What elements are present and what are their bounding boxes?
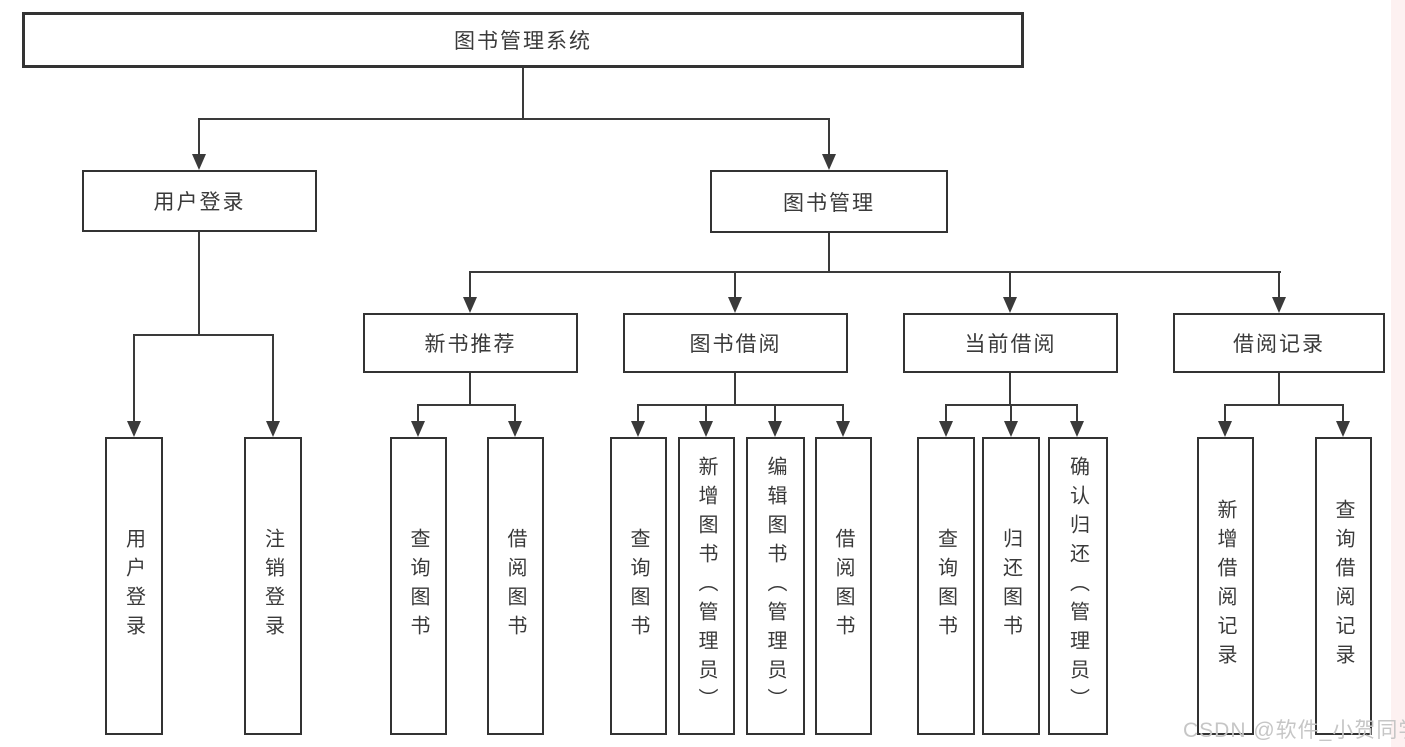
connector-line [1224, 404, 1226, 423]
connector-line [469, 271, 1281, 273]
leaf-borrow-books-2-label: 借阅图书 [832, 528, 854, 644]
right-edge-strip [1391, 0, 1405, 747]
leaf-logout: 注销登录 [244, 437, 302, 735]
leaf-edit-books-admin: 编辑图书（管理员） [746, 437, 805, 735]
connector-line [1224, 404, 1343, 406]
leaf-add-borrow-record-label: 新增借阅记录 [1214, 499, 1236, 673]
arrowhead-down-icon [1070, 421, 1084, 437]
leaf-borrow-books-1-label: 借阅图书 [504, 528, 526, 644]
connector-line [198, 118, 830, 120]
node-borrow-records: 借阅记录 [1173, 313, 1385, 373]
connector-line [842, 404, 844, 423]
connector-line [469, 271, 471, 299]
connector-line [945, 404, 947, 423]
connector-line [774, 404, 776, 423]
leaf-confirm-return-admin-label: 确认归还（管理员） [1066, 455, 1089, 717]
connector-line [1009, 373, 1011, 406]
leaf-query-books-3-label: 查询图书 [934, 528, 957, 644]
node-book-borrow-label: 图书借阅 [689, 333, 782, 356]
connector-line [705, 404, 707, 423]
leaf-add-books-admin-label: 新增图书（管理员） [695, 455, 717, 717]
connector-line [1342, 404, 1344, 423]
leaf-query-borrow-record: 查询借阅记录 [1315, 437, 1372, 735]
node-book-management: 图书管理 [710, 170, 948, 233]
connector-line [1009, 271, 1011, 299]
connector-line [469, 373, 471, 406]
arrowhead-down-icon [463, 297, 477, 313]
leaf-borrow-books-1: 借阅图书 [487, 437, 544, 735]
arrowhead-down-icon [768, 421, 782, 437]
leaf-add-borrow-record: 新增借阅记录 [1197, 437, 1254, 735]
leaf-return-books: 归还图书 [982, 437, 1040, 735]
arrowhead-down-icon [822, 154, 836, 170]
arrowhead-down-icon [631, 421, 645, 437]
node-current-borrow: 当前借阅 [903, 313, 1118, 373]
arrowhead-down-icon [1218, 421, 1232, 437]
arrowhead-down-icon [939, 421, 953, 437]
csdn-watermark: CSDN @软件_小贺同学 [1183, 719, 1405, 742]
connector-line [1076, 404, 1078, 423]
connector-line [133, 334, 274, 336]
node-root: 图书管理系统 [22, 12, 1024, 68]
arrowhead-down-icon [836, 421, 850, 437]
leaf-user-login: 用户登录 [105, 437, 163, 735]
leaf-add-books-admin: 新增图书（管理员） [678, 437, 735, 735]
connector-line [133, 334, 135, 423]
node-user-login-label: 用户登录 [153, 191, 246, 214]
node-current-borrow-label: 当前借阅 [964, 333, 1057, 356]
leaf-return-books-label: 归还图书 [999, 528, 1022, 644]
connector-line [734, 373, 736, 406]
connector-line [637, 404, 639, 423]
connector-line [522, 68, 524, 120]
node-book-management-label: 图书管理 [783, 191, 875, 215]
arrowhead-down-icon [127, 421, 141, 437]
connector-line [637, 404, 844, 406]
node-user-login: 用户登录 [82, 170, 317, 232]
connector-line [828, 233, 830, 273]
connector-line [198, 118, 200, 156]
node-root-label: 图书管理系统 [454, 30, 592, 53]
arrowhead-down-icon [508, 421, 522, 437]
connector-line [734, 271, 736, 299]
leaf-query-books-2: 查询图书 [610, 437, 667, 735]
arrowhead-down-icon [1272, 297, 1286, 313]
leaf-query-borrow-record-label: 查询借阅记录 [1332, 499, 1354, 673]
connector-line [198, 232, 200, 336]
leaf-confirm-return-admin: 确认归还（管理员） [1048, 437, 1108, 735]
node-new-book-recommend: 新书推荐 [363, 313, 578, 373]
node-book-borrow: 图书借阅 [623, 313, 848, 373]
arrowhead-down-icon [1004, 421, 1018, 437]
connector-line [1278, 271, 1280, 299]
connector-line [1010, 404, 1012, 423]
connector-line [272, 334, 274, 423]
leaf-logout-label: 注销登录 [261, 528, 284, 644]
connector-line [417, 404, 419, 423]
arrowhead-down-icon [1336, 421, 1350, 437]
arrowhead-down-icon [411, 421, 425, 437]
connector-line [417, 404, 516, 406]
connector-line [828, 118, 830, 156]
leaf-query-books-1: 查询图书 [390, 437, 447, 735]
leaf-query-books-2-label: 查询图书 [627, 528, 649, 644]
connector-line [514, 404, 516, 423]
arrowhead-down-icon [728, 297, 742, 313]
node-borrow-records-label: 借阅记录 [1233, 333, 1325, 356]
connector-line [1278, 373, 1280, 406]
leaf-query-books-1-label: 查询图书 [407, 528, 429, 644]
arrowhead-down-icon [699, 421, 713, 437]
leaf-borrow-books-2: 借阅图书 [815, 437, 872, 735]
arrowhead-down-icon [192, 154, 206, 170]
node-new-book-recommend-label: 新书推荐 [424, 333, 517, 356]
leaf-query-books-3: 查询图书 [917, 437, 975, 735]
leaf-edit-books-admin-label: 编辑图书（管理员） [764, 455, 786, 717]
arrowhead-down-icon [266, 421, 280, 437]
leaf-user-login-label: 用户登录 [122, 528, 145, 644]
arrowhead-down-icon [1003, 297, 1017, 313]
